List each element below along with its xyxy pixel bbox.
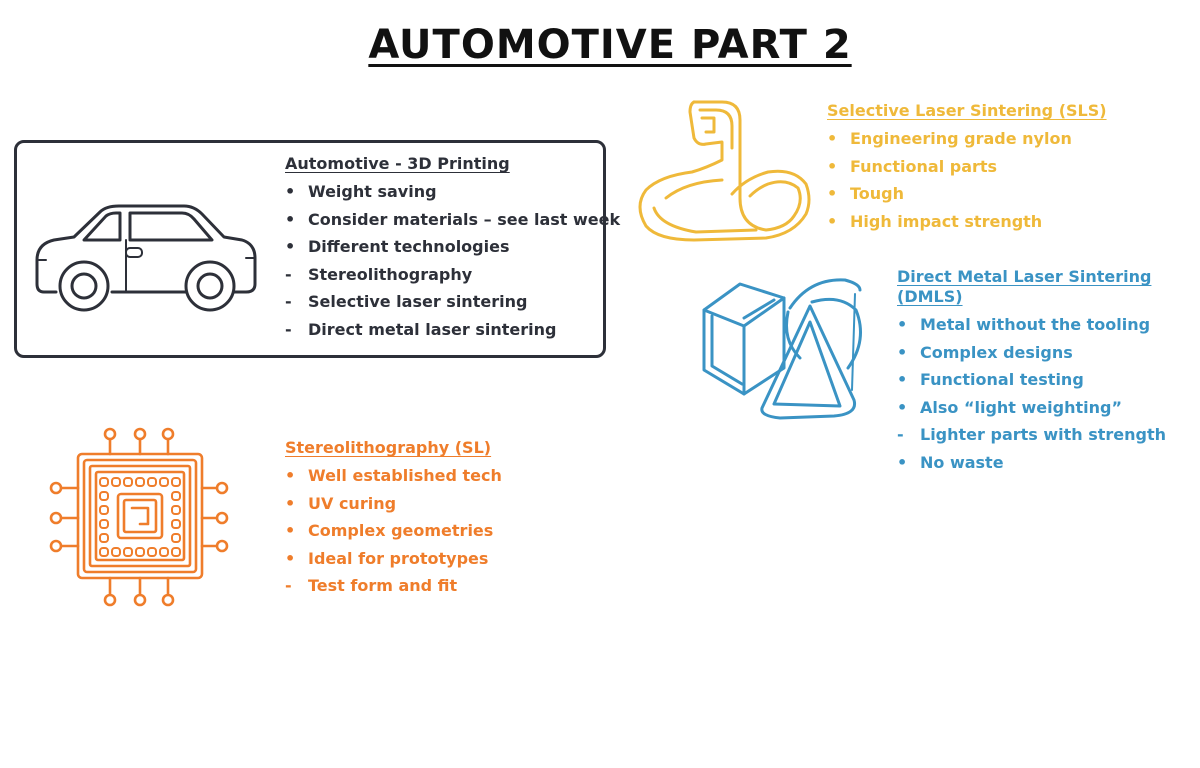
- dmls-list: • Metal without the tooling • Complex desi…: [897, 315, 1200, 472]
- list-item-text: High impact strength: [850, 211, 1043, 231]
- list-item: • Also “light weighting”: [897, 398, 1200, 417]
- list-item-text: Well established tech: [308, 466, 502, 485]
- list-item: -Selective laser sintering: [285, 292, 620, 311]
- list-item: -Lighter parts with strength: [897, 425, 1200, 444]
- list-marker: -: [285, 576, 292, 595]
- sls-heading: Selective Laser Sintering (SLS): [827, 101, 1107, 120]
- list-item: • Well established tech: [285, 466, 502, 485]
- sls-list: • Engineering grade nylon • Functional par…: [827, 129, 1107, 231]
- list-item: • Metal without the tooling: [897, 315, 1200, 334]
- list-item: • Ideal for prototypes: [285, 549, 502, 568]
- list-item-text: Lighter parts with strength: [920, 425, 1167, 444]
- list-item: -Test form and fit: [285, 576, 502, 595]
- list-item-text: Ideal for prototypes: [308, 548, 489, 568]
- list-marker: •: [285, 548, 296, 568]
- microchip-icon: [49, 427, 229, 607]
- list-marker: -: [285, 264, 292, 284]
- automotive-list: • Weight saving • Consider materials – see…: [285, 182, 620, 339]
- list-item-text: No waste: [920, 452, 1004, 472]
- list-item-text: Selective laser sintering: [308, 292, 528, 311]
- sls-section: Selective Laser Sintering (SLS) • Enginee…: [827, 101, 1107, 239]
- list-item: • Complex designs: [897, 343, 1200, 362]
- list-marker: •: [285, 521, 296, 540]
- list-item-text: Stereolithography: [308, 264, 473, 284]
- car-icon: [35, 204, 257, 312]
- list-marker: •: [827, 211, 838, 231]
- list-item: • UV curing: [285, 494, 502, 513]
- sl-list: • Well established tech • UV curing • Compl…: [285, 466, 502, 595]
- automotive-section: Automotive - 3D Printing • Weight saving …: [285, 154, 620, 347]
- list-marker: -: [285, 292, 292, 311]
- list-item-text: Test form and fit: [308, 576, 458, 595]
- list-item-text: Complex designs: [920, 342, 1073, 362]
- list-marker: •: [827, 184, 838, 203]
- list-item: • High impact strength: [827, 212, 1107, 231]
- list-marker: -: [285, 319, 292, 339]
- list-item-text: Weight saving: [308, 182, 437, 201]
- list-marker: •: [897, 342, 908, 362]
- list-item-text: Complex geometries: [308, 521, 494, 540]
- list-marker: •: [897, 315, 908, 334]
- list-item: • No waste: [897, 453, 1200, 472]
- list-marker: •: [897, 397, 908, 417]
- list-item: • Engineering grade nylon: [827, 129, 1107, 148]
- list-marker: •: [285, 237, 296, 256]
- automotive-heading: Automotive - 3D Printing: [285, 154, 510, 173]
- list-item-text: Metal without the tooling: [920, 315, 1151, 334]
- automotive-panel-border: [14, 140, 606, 358]
- list-item: • Different technologies: [285, 237, 620, 256]
- sl-section: Stereolithography (SL) • Well established…: [285, 438, 502, 604]
- list-marker: •: [285, 466, 296, 485]
- list-item-text: Direct metal laser sintering: [308, 319, 557, 339]
- list-item-text: Different technologies: [308, 237, 510, 256]
- list-item-text: UV curing: [308, 493, 397, 513]
- list-marker: •: [827, 129, 838, 148]
- list-item-text: Also “light weighting”: [920, 397, 1122, 417]
- geometric-shapes-icon: [702, 278, 862, 420]
- list-marker: -: [897, 425, 904, 444]
- list-item: -Stereolithography: [285, 265, 620, 284]
- list-item: • Complex geometries: [285, 521, 502, 540]
- list-marker: •: [897, 452, 908, 472]
- list-item-text: Tough: [850, 184, 905, 203]
- list-item-text: Functional testing: [920, 370, 1084, 389]
- list-marker: •: [285, 493, 296, 513]
- list-item: • Weight saving: [285, 182, 620, 201]
- dmls-section: Direct Metal Laser Sintering (DMLS) • Met…: [897, 267, 1200, 480]
- list-item-text: Consider materials – see last week: [308, 209, 621, 229]
- list-item: • Functional testing: [897, 370, 1200, 389]
- page-title: AUTOMOTIVE PART 2: [368, 22, 852, 68]
- list-item-text: Engineering grade nylon: [850, 129, 1072, 148]
- list-item: -Direct metal laser sintering: [285, 320, 620, 339]
- list-item-text: Functional parts: [850, 156, 998, 176]
- list-item: • Functional parts: [827, 157, 1107, 176]
- list-item: • Tough: [827, 184, 1107, 203]
- list-marker: •: [285, 209, 296, 229]
- list-item: • Consider materials – see last week: [285, 210, 620, 229]
- list-marker: •: [285, 182, 296, 201]
- flexed-arm-icon: [638, 100, 811, 242]
- list-marker: •: [897, 370, 908, 389]
- list-marker: •: [827, 156, 838, 176]
- dmls-heading: Direct Metal Laser Sintering (DMLS): [897, 267, 1152, 306]
- sl-heading: Stereolithography (SL): [285, 438, 492, 457]
